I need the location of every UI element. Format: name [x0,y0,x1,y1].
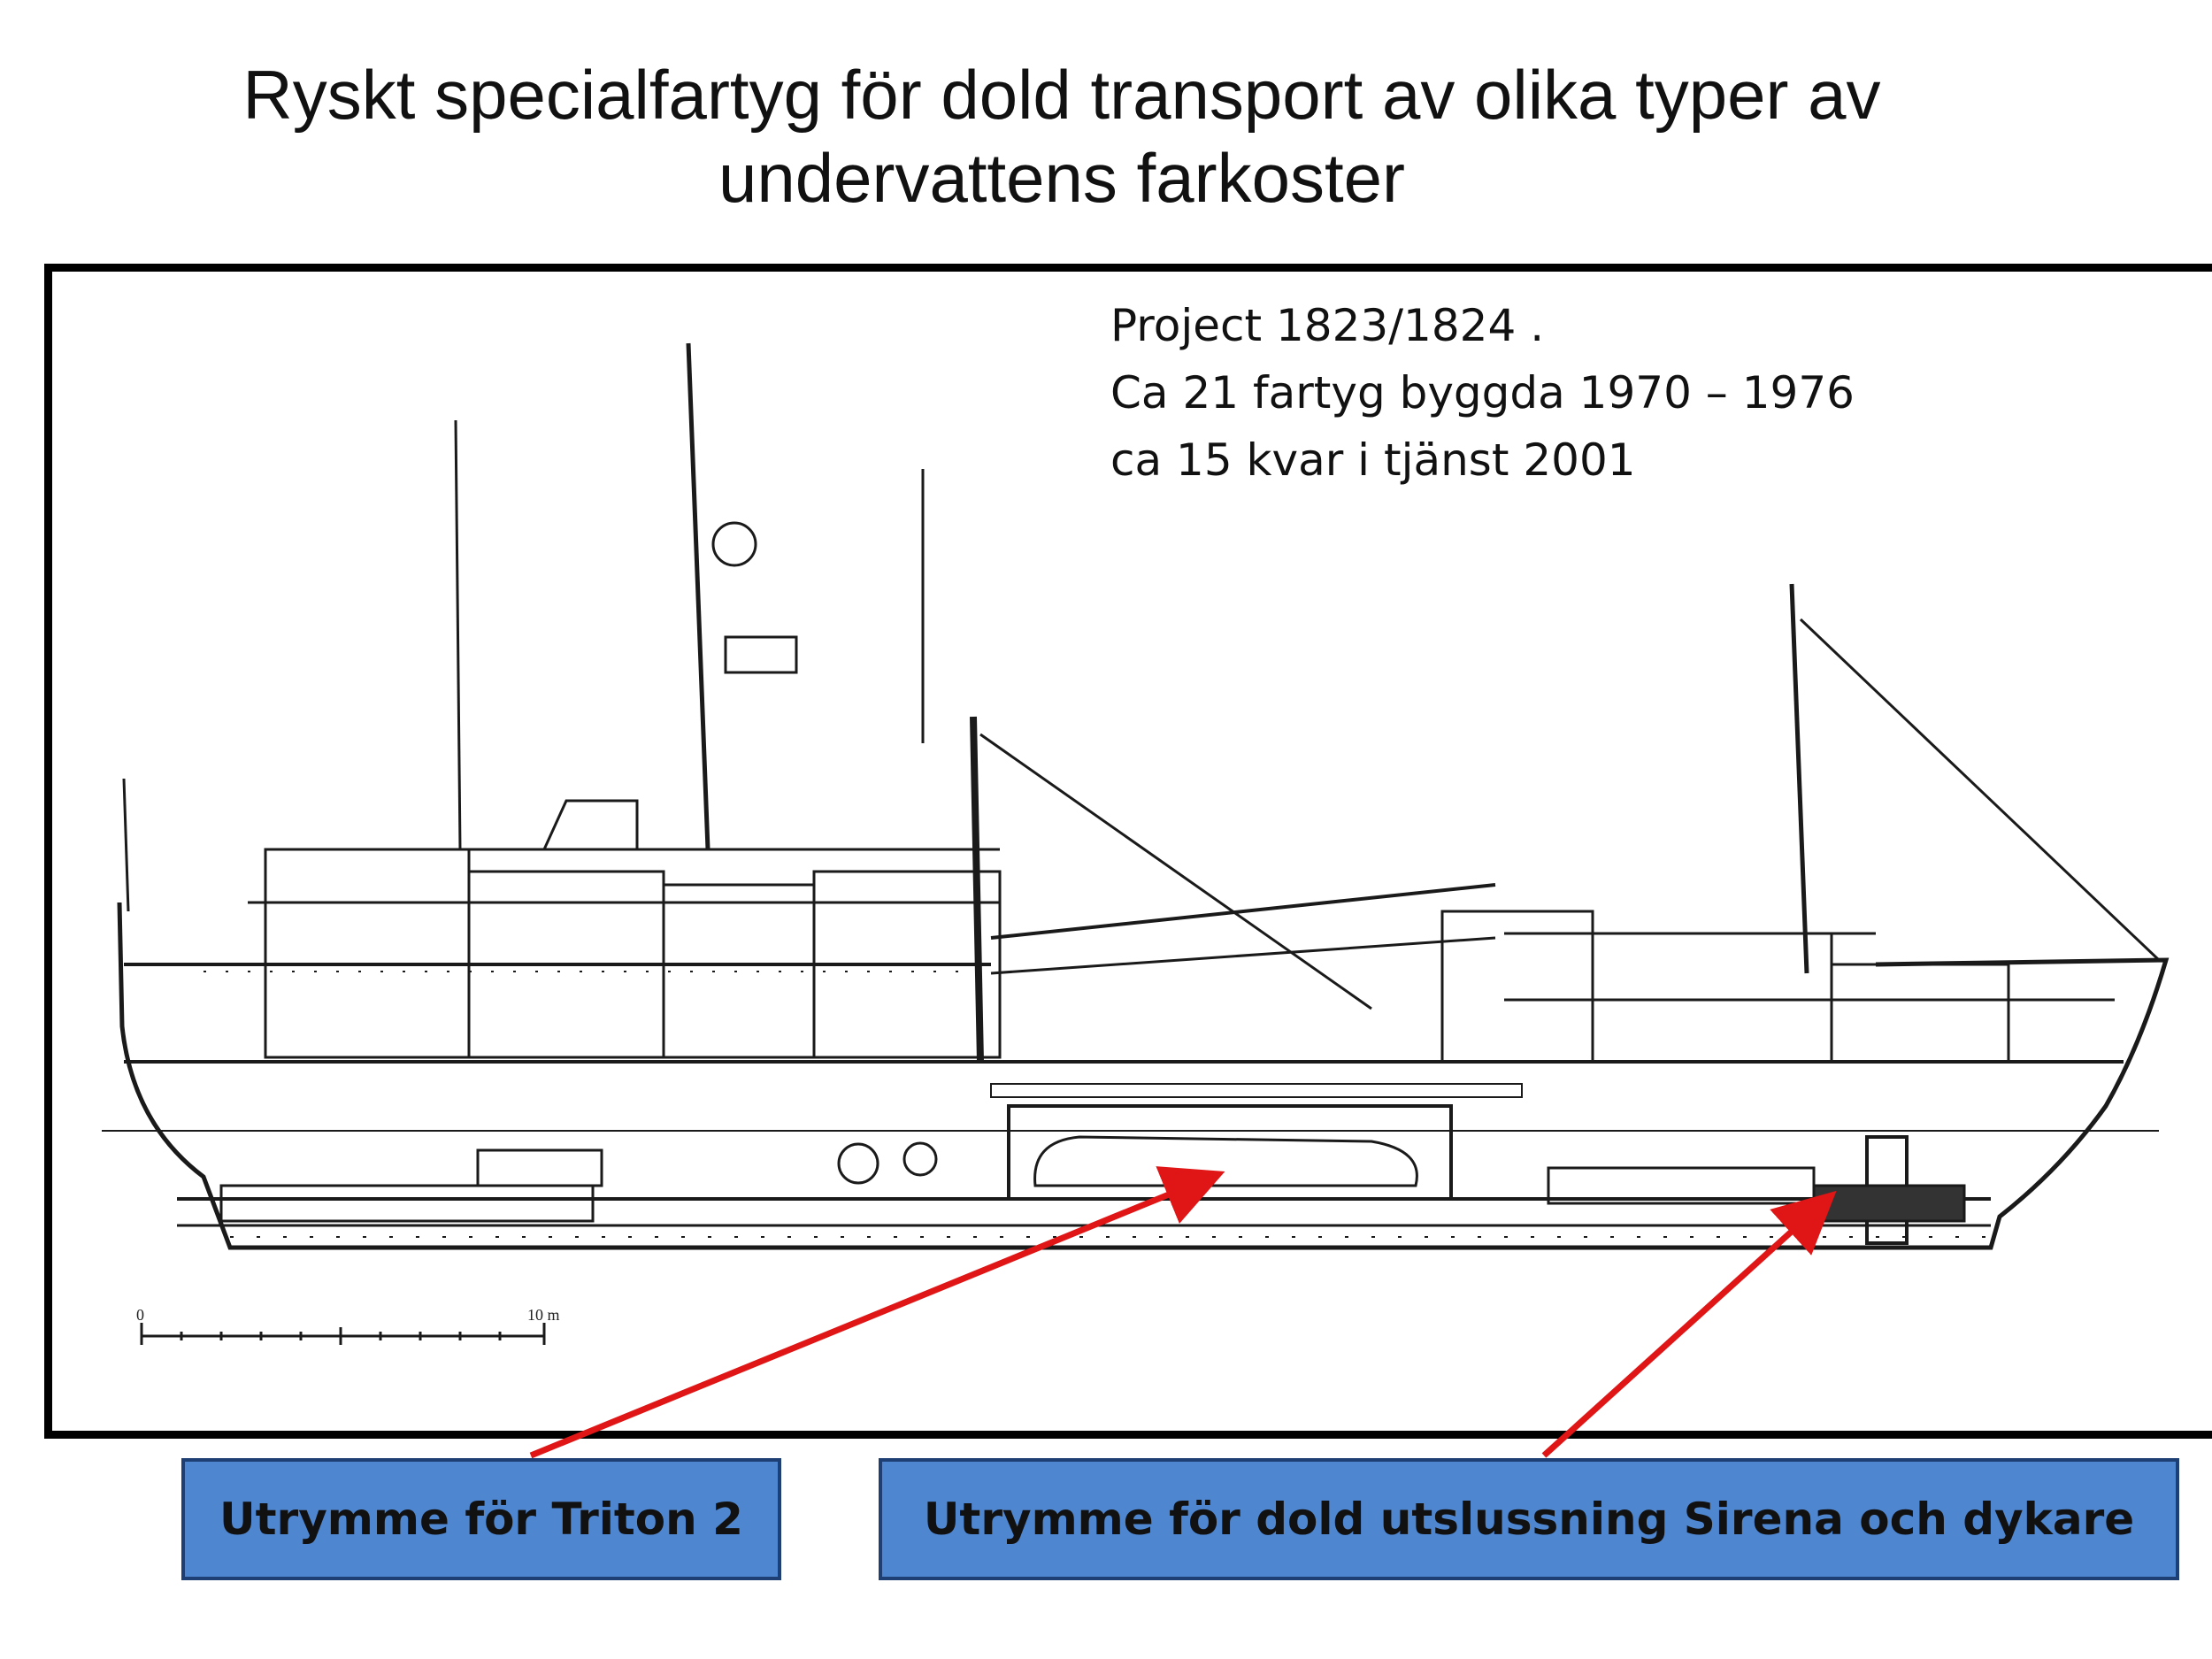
arrow-sirena [1541,1190,1837,1458]
arrow-triton-2 [529,1166,1225,1459]
callout-triton-2: Utrymme för Triton 2 [181,1458,781,1580]
scale-start-label: 0 [136,1306,144,1324]
callout-sirena: Utrymme för dold utslussning Sirena och … [879,1458,2179,1580]
info-line-2: Ca 21 fartyg byggda 1970 – 1976 [1110,367,1855,419]
page-title: Ryskt specialfartyg för dold transport a… [0,53,2124,219]
info-line-1: Project 1823/1824 . [1110,300,1545,351]
title-line-2: undervattens farkoster [718,139,1406,217]
drawing-frame [44,264,2212,1439]
info-line-3: ca 15 kvar i tjänst 2001 [1110,434,1636,486]
scale-end-label: 10 m [527,1306,560,1324]
title-line-1: Ryskt specialfartyg för dold transport a… [242,56,1881,134]
project-info: Project 1823/1824 . Ca 21 fartyg byggda … [1110,292,1855,494]
callout-triton-2-label: Utrymme för Triton 2 [219,1494,743,1545]
scale-bar [140,1323,546,1345]
callout-sirena-label: Utrymme för dold utslussning Sirena och … [923,1494,2135,1545]
